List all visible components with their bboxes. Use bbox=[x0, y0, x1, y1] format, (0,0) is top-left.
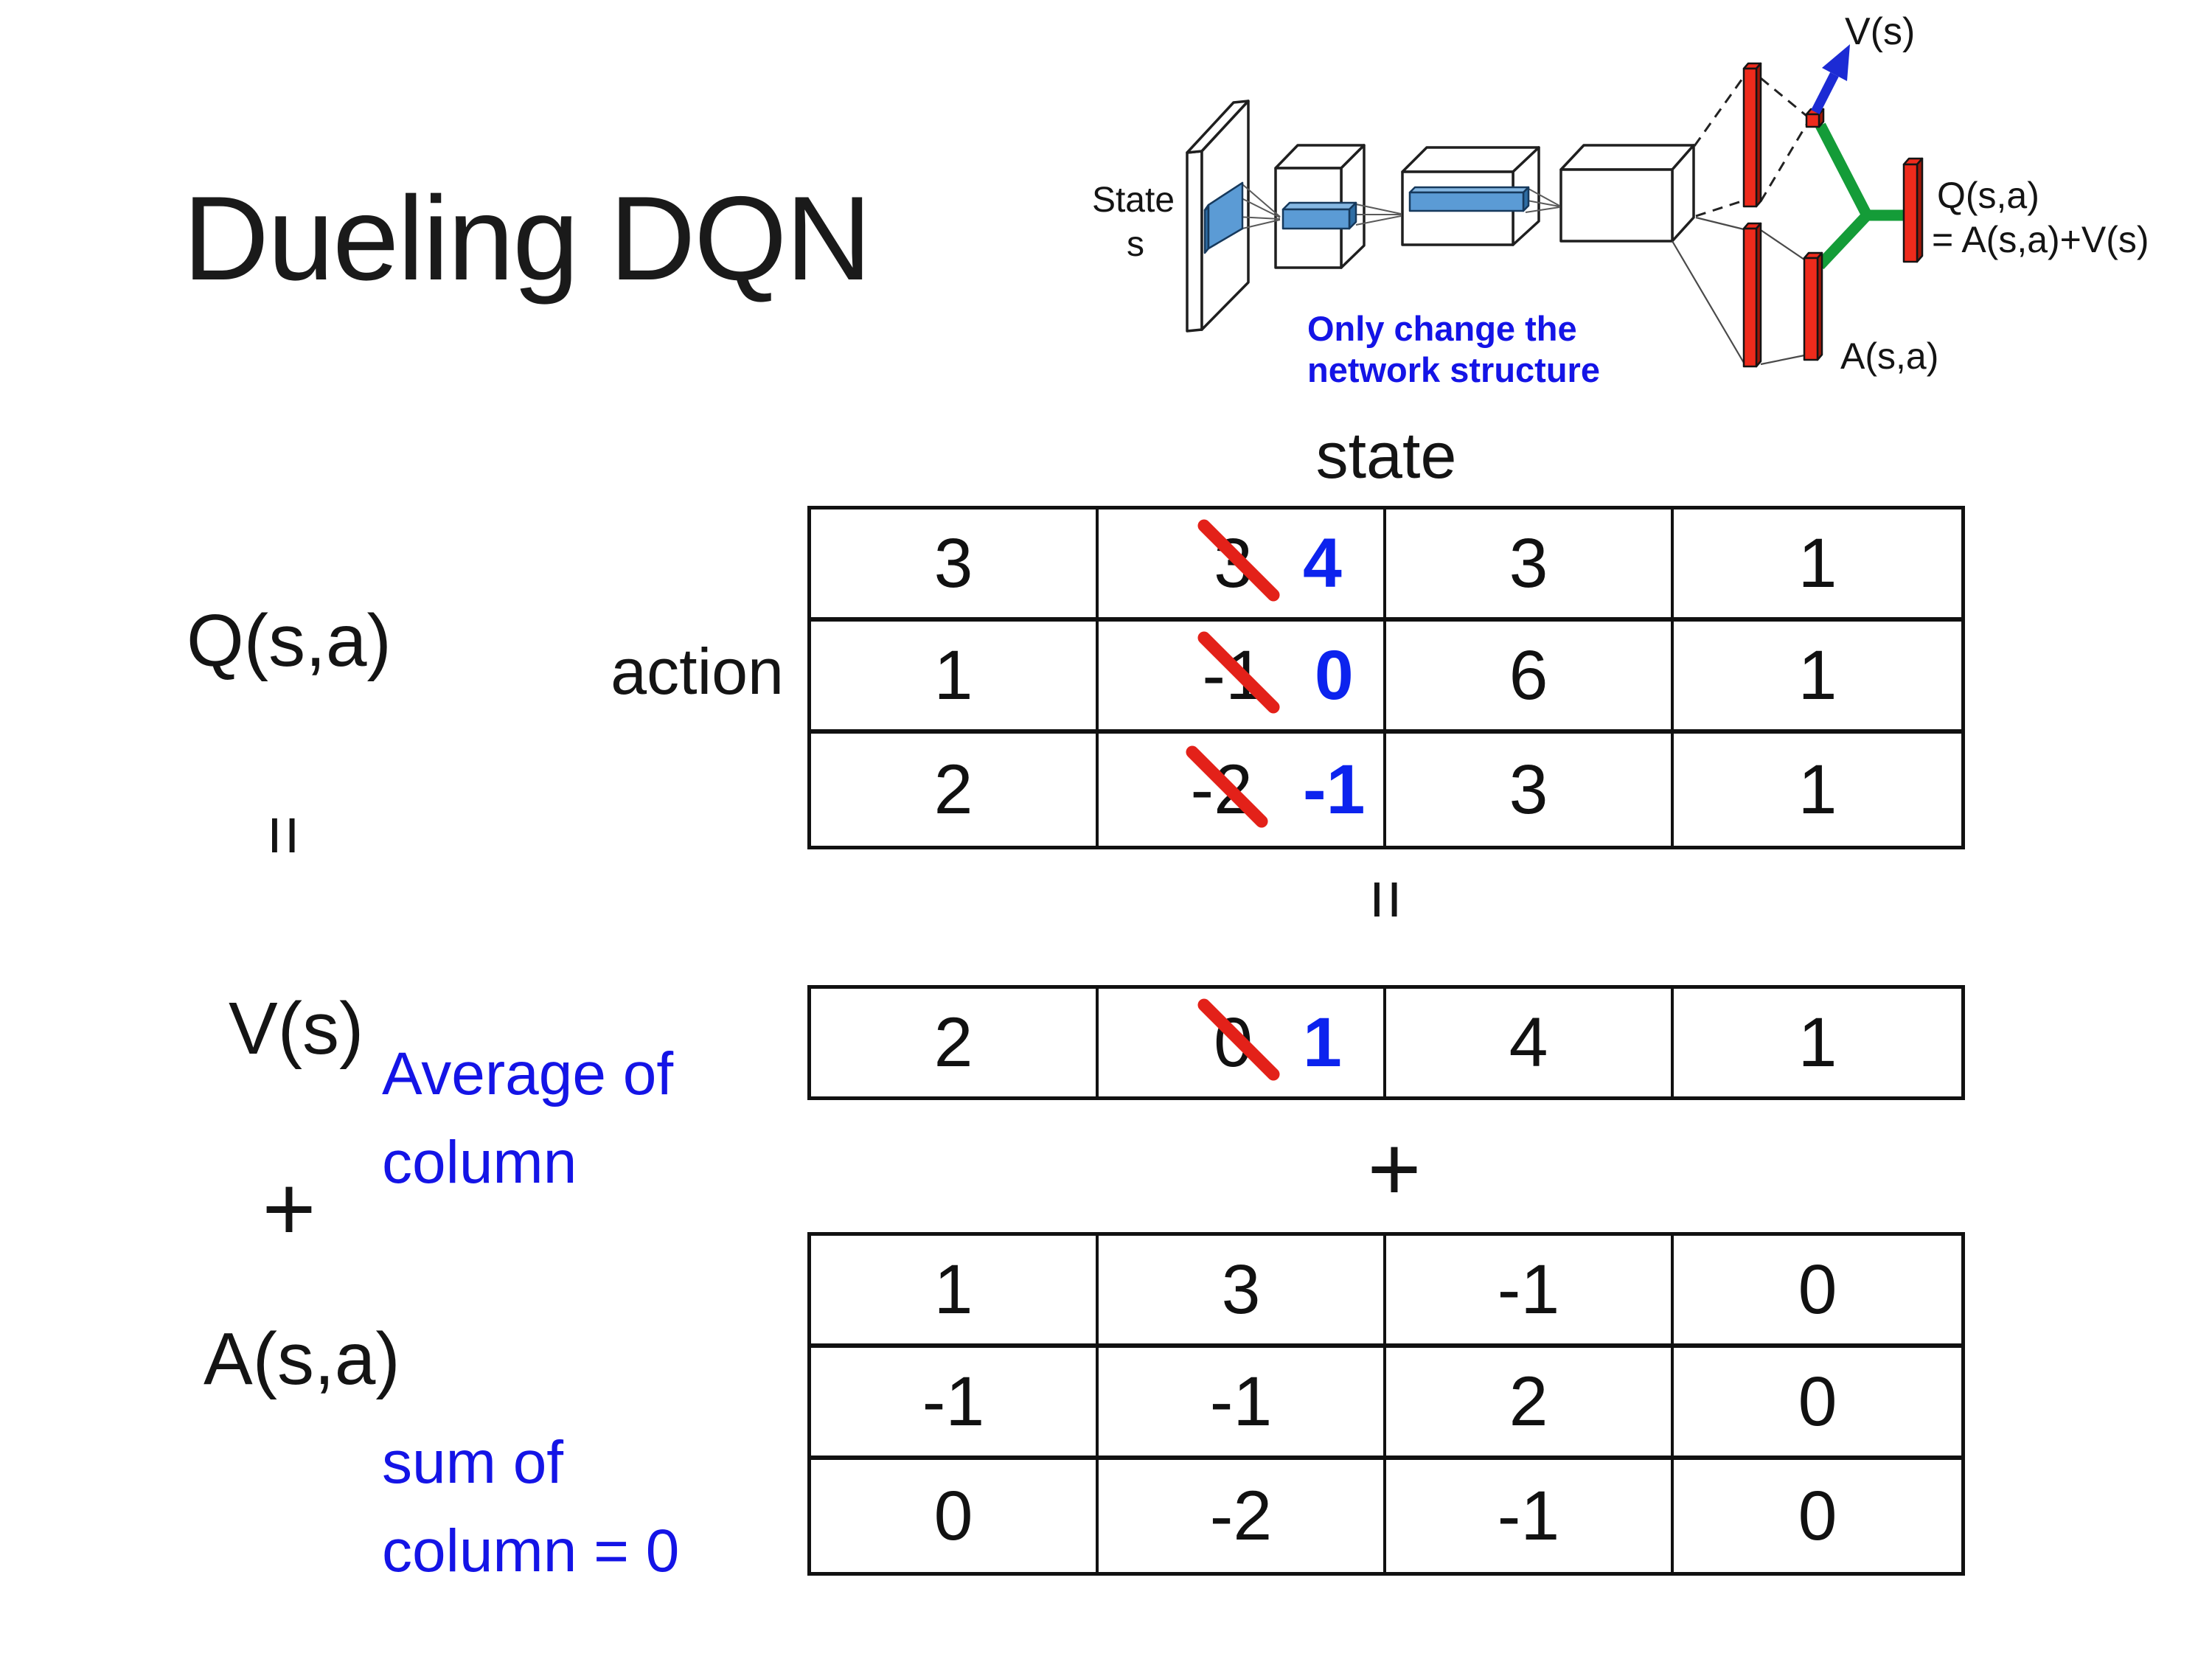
new-value: 1 bbox=[1303, 1003, 1342, 1082]
a-cell-r0c1: 3 bbox=[1099, 1236, 1386, 1348]
diagram-note-line1: Only change the bbox=[1307, 309, 1577, 348]
diagram-state-s-label: s bbox=[1127, 225, 1144, 264]
a-cell-r0c2: -1 bbox=[1386, 1236, 1674, 1348]
a-cell-r1c0: -1 bbox=[811, 1348, 1099, 1460]
v-cell-c3: 1 bbox=[1798, 1003, 1837, 1082]
action-axis-label: action bbox=[611, 635, 784, 708]
sum-note-line1: sum of bbox=[382, 1429, 564, 1496]
a-cell-r1c2: 2 bbox=[1386, 1348, 1674, 1460]
q-cell-r2c0: 2 bbox=[811, 734, 1099, 846]
fc-box bbox=[1559, 144, 1695, 243]
advantage-stream-links bbox=[1672, 216, 1805, 366]
v-cell-c0: 2 bbox=[811, 989, 1099, 1096]
diagram-note-line2: network structure bbox=[1307, 350, 1600, 389]
state-axis-label: state bbox=[1315, 419, 1457, 492]
equals-center: = bbox=[1347, 879, 1426, 920]
a-cell-r2c1: -2 bbox=[1099, 1460, 1386, 1572]
value-hidden-bar bbox=[1742, 62, 1762, 208]
plus-left: + bbox=[262, 1157, 316, 1260]
conv-filter-2 bbox=[1281, 201, 1357, 230]
diagram-q-output-label-line2: = A(s,a)+V(s) bbox=[1932, 219, 2149, 260]
diagram-q-output-label-line1: Q(s,a) bbox=[1937, 175, 2039, 216]
q-term-label: Q(s,a) bbox=[187, 599, 392, 682]
a-cell-r1c3: 0 bbox=[1674, 1348, 1961, 1460]
aggregation-link bbox=[1815, 122, 1904, 270]
q-cell-r2c2: 3 bbox=[1386, 734, 1674, 846]
old-value: -1 bbox=[1202, 636, 1265, 714]
a-term-label: A(s,a) bbox=[204, 1318, 400, 1400]
conv-filter-3 bbox=[1408, 186, 1530, 212]
q-cell-r1c1-changed: -1 0 bbox=[1099, 622, 1386, 734]
advantage-vector-bar bbox=[1803, 251, 1823, 361]
a-cell-r0c3: 0 bbox=[1674, 1236, 1961, 1348]
a-cell-r2c3: 0 bbox=[1798, 1476, 1837, 1555]
diagram-v-output-label: V(s) bbox=[1845, 10, 1915, 53]
new-value: -1 bbox=[1303, 750, 1366, 829]
old-value: 0 bbox=[1214, 1003, 1253, 1082]
v-term-label: V(s) bbox=[229, 987, 364, 1070]
a-cell-r2c2: -1 bbox=[1386, 1460, 1674, 1572]
q-output-bar bbox=[1902, 157, 1924, 263]
q-cell-r1c0: 1 bbox=[811, 622, 1099, 734]
q-cell-r0c2: 3 bbox=[1386, 509, 1674, 622]
old-value: 3 bbox=[1214, 524, 1253, 602]
conv-filter-1 bbox=[1203, 181, 1244, 254]
v-cell-c2: 4 bbox=[1386, 989, 1674, 1096]
plus-center: + bbox=[1367, 1117, 1422, 1220]
q-cell-r0c3: 1 bbox=[1674, 509, 1961, 622]
sum-note: sum of column = 0 bbox=[382, 1419, 679, 1596]
average-note-line2: column bbox=[382, 1129, 577, 1196]
new-value: 0 bbox=[1314, 636, 1354, 714]
v-output-arrow-icon bbox=[1811, 44, 1850, 114]
average-note-line1: Average of bbox=[382, 1040, 674, 1107]
sum-note-line2: column = 0 bbox=[382, 1517, 680, 1585]
old-value: -2 bbox=[1190, 750, 1253, 829]
equals-left: = bbox=[245, 815, 324, 856]
q-cell-r2c1-changed: -2 -1 bbox=[1099, 734, 1386, 846]
diagram-state-label: State bbox=[1092, 181, 1175, 220]
advantage-hidden-bar bbox=[1742, 222, 1762, 368]
dueling-network-diagram: State s Only change the network structur… bbox=[1092, 10, 2149, 389]
a-cell-r0c0: 1 bbox=[811, 1236, 1099, 1348]
a-cell-r1c1: -1 bbox=[1099, 1348, 1386, 1460]
projection-lines bbox=[1237, 184, 1560, 229]
average-note: Average of column bbox=[382, 1030, 673, 1207]
diagram-a-output-label: A(s,a) bbox=[1840, 335, 1938, 377]
a-cell-r2c0: 0 bbox=[811, 1460, 1099, 1572]
new-value: 4 bbox=[1303, 524, 1342, 602]
a-table: 1 3 -1 0 -1 -1 2 0 0 -2 -1 0 bbox=[807, 1232, 1965, 1576]
q-cell-r2c3: 1 bbox=[1798, 750, 1837, 829]
q-cell-r0c0: 3 bbox=[811, 509, 1099, 622]
q-cell-r1c3: 1 bbox=[1674, 622, 1961, 734]
page-title: Dueling DQN bbox=[183, 172, 872, 305]
value-stream-links bbox=[1693, 76, 1808, 218]
q-cell-r1c2: 6 bbox=[1386, 622, 1674, 734]
value-scalar-node bbox=[1805, 108, 1825, 128]
